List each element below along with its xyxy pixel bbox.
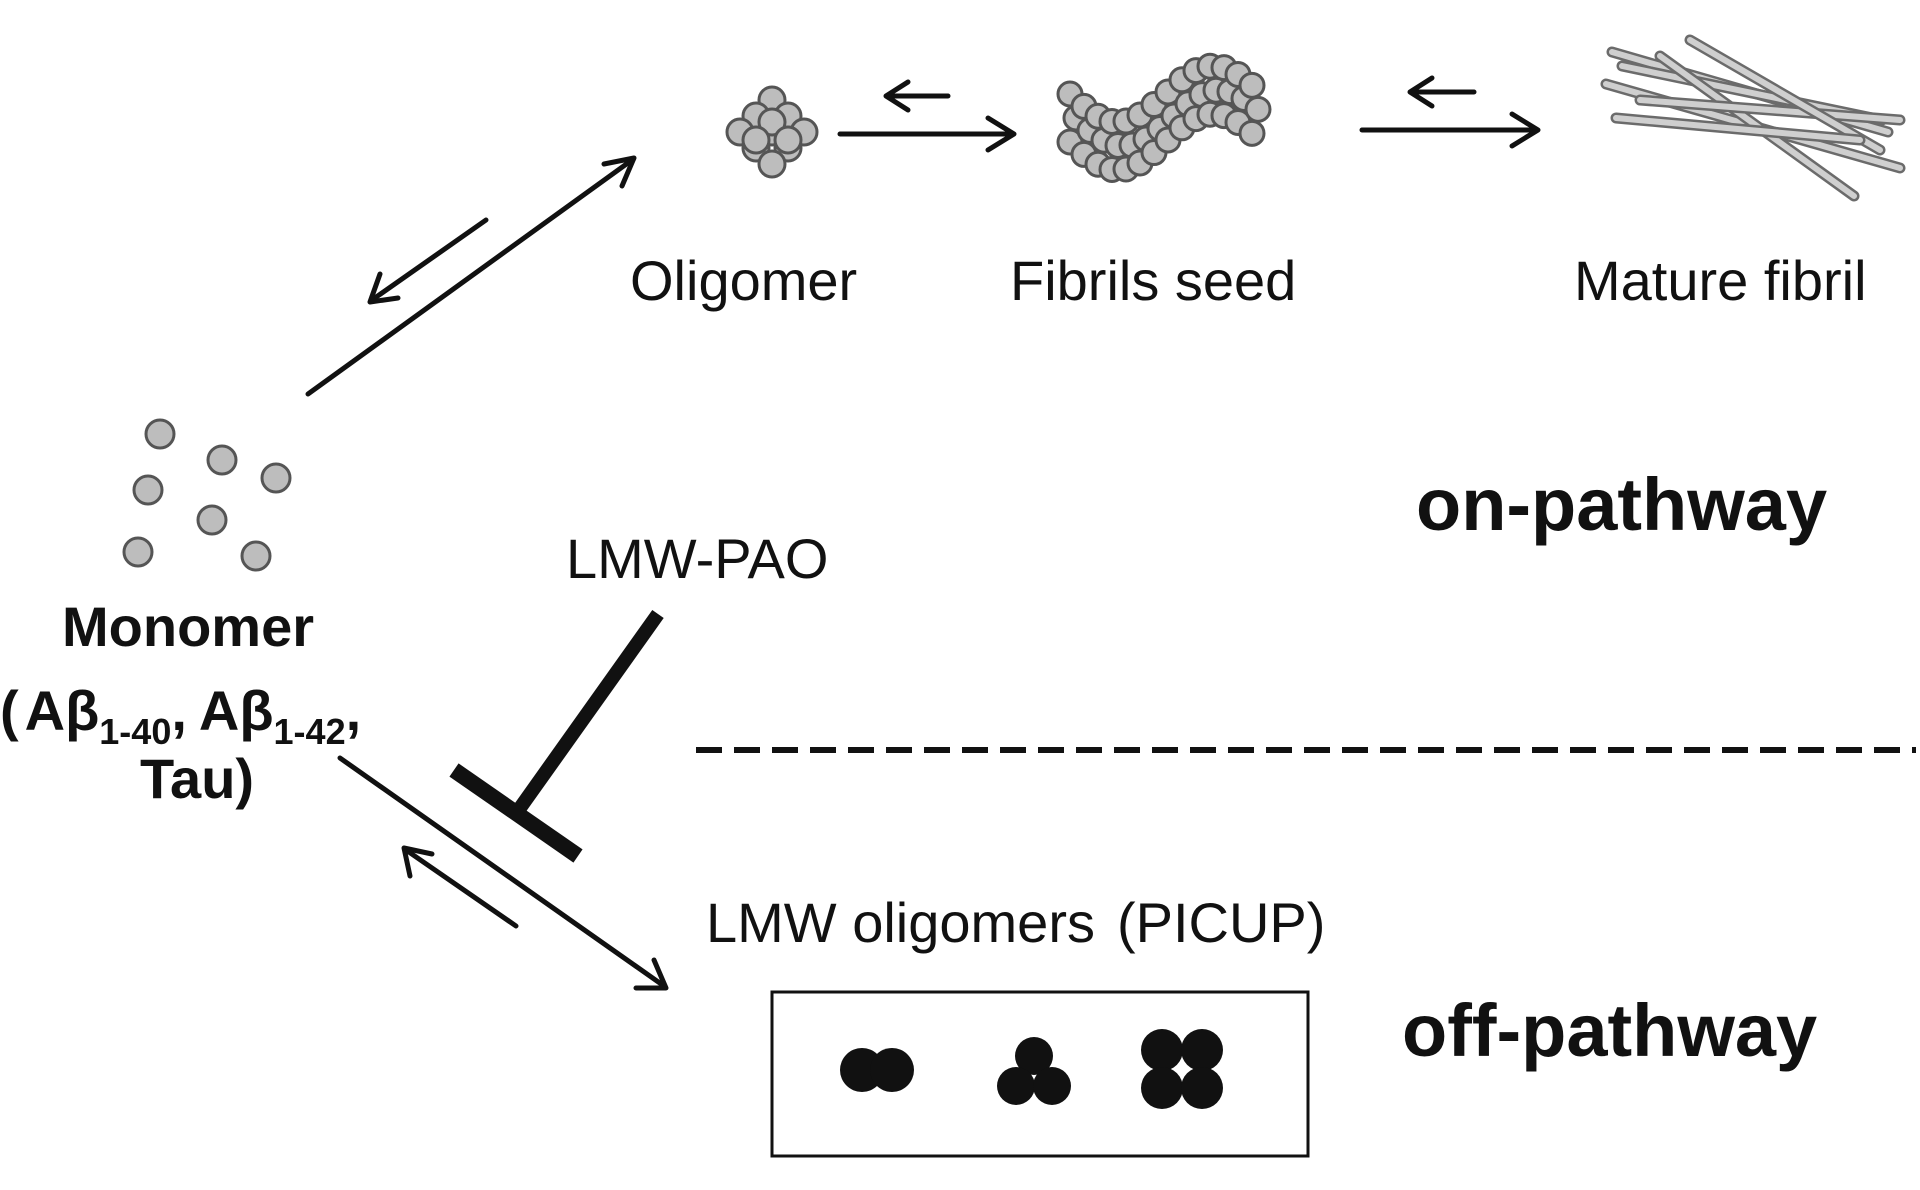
monomer-label: Monomer bbox=[62, 595, 314, 658]
abeta-label: Aβ bbox=[25, 679, 100, 742]
bead bbox=[741, 125, 771, 155]
equilibrium-arrow-monomer-lmw bbox=[337, 755, 669, 991]
equilibrium-arrow-monomer-oligomer bbox=[305, 155, 637, 397]
bead bbox=[260, 462, 292, 494]
dimer-icon bbox=[840, 1048, 914, 1092]
comma: , bbox=[346, 679, 362, 742]
bead bbox=[773, 125, 803, 155]
tetramer-icon bbox=[1141, 1029, 1223, 1109]
mature-fibril-label: Mature fibril bbox=[1574, 249, 1867, 312]
lmw-oligomers-box bbox=[770, 990, 1310, 1158]
comma: , bbox=[171, 679, 187, 742]
lmw-oligomers-label: LMW oligomers (PICUP) bbox=[706, 891, 1325, 954]
fibril-rod-highlight bbox=[1687, 37, 1883, 153]
bead bbox=[757, 107, 787, 137]
bead bbox=[1244, 95, 1272, 123]
bead bbox=[1238, 119, 1266, 147]
tau-label: Tau) bbox=[140, 747, 254, 810]
fibrils-seed-icon bbox=[1056, 52, 1272, 183]
off-pathway-label: off-pathway bbox=[1402, 989, 1817, 1072]
abeta-subscript: 1-40 bbox=[99, 711, 171, 752]
fibril-rod-highlight bbox=[1637, 97, 1903, 123]
monomer-icon bbox=[122, 418, 292, 572]
oligomer-icon bbox=[725, 85, 819, 179]
monomer-species-line: (Aβ1-40,Aβ1-42, bbox=[0, 679, 361, 752]
equilibrium-arrow-seed-fibril bbox=[1359, 75, 1541, 149]
inhibitor-label: LMW-PAO bbox=[566, 527, 828, 590]
fibril-rod-highlight bbox=[1613, 115, 1863, 143]
picup-text: (PICUP) bbox=[1117, 891, 1325, 954]
inhibition-tbar-icon bbox=[449, 609, 664, 863]
bead bbox=[206, 444, 238, 476]
bead bbox=[196, 504, 228, 536]
bead bbox=[1238, 71, 1266, 99]
bead bbox=[122, 536, 154, 568]
bead bbox=[757, 149, 787, 179]
bead bbox=[144, 418, 176, 450]
mature-fibril-icon bbox=[1600, 34, 1906, 202]
trimer-icon bbox=[997, 1037, 1071, 1105]
equilibrium-arrow-oligomer-seed bbox=[837, 79, 1017, 153]
bead bbox=[240, 540, 272, 572]
lmw-oligomers-text: LMW oligomers bbox=[706, 891, 1095, 954]
oligomer-label: Oligomer bbox=[630, 249, 857, 312]
fibrils-seed-label: Fibrils seed bbox=[1010, 249, 1296, 312]
open-paren: ( bbox=[0, 679, 19, 742]
bead bbox=[132, 474, 164, 506]
on-pathway-label: on-pathway bbox=[1416, 463, 1827, 546]
abeta-label: Aβ bbox=[199, 679, 274, 742]
abeta-subscript: 1-42 bbox=[274, 711, 346, 752]
